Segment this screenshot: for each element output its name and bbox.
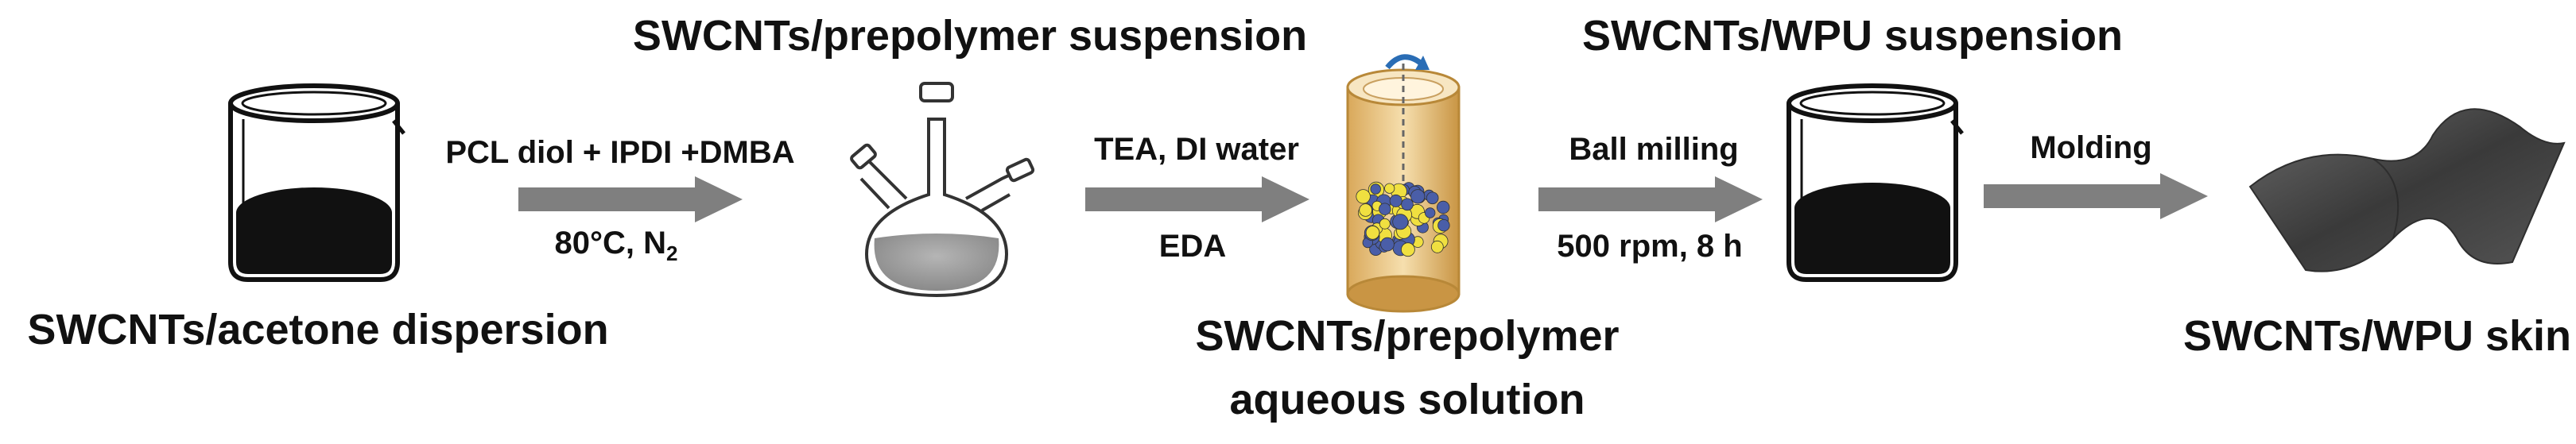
beaker-icon xyxy=(1787,83,1964,282)
particle xyxy=(1380,237,1395,252)
step-3-method: Ball milling xyxy=(1569,132,1739,167)
particle xyxy=(1410,189,1426,204)
step-2-reagent-below: EDA xyxy=(1158,229,1227,264)
step-1-reagents: PCL diol + IPDI +DMBA xyxy=(445,135,795,170)
particle xyxy=(1401,242,1415,257)
stage-label-prepolymer-aqueous-line2: aqueous solution xyxy=(1229,376,1585,423)
particle xyxy=(1430,240,1444,253)
particle xyxy=(1436,200,1450,214)
particle xyxy=(1379,218,1391,230)
stage-label-acetone-dispersion: SWCNTs/acetone dispersion xyxy=(27,306,609,353)
particle xyxy=(1389,194,1402,207)
stage-label-wpu-suspension: SWCNTs/WPU suspension xyxy=(1581,12,2124,60)
step-3-conditions: 500 rpm, 8 h xyxy=(1557,229,1743,264)
particle-cluster xyxy=(1356,181,1450,257)
particle xyxy=(1356,189,1371,204)
three-neck-flask-icon xyxy=(850,82,1035,298)
skin-film-icon xyxy=(2248,108,2566,272)
particle xyxy=(1359,203,1372,217)
step-1-conditions-subscript: 2 xyxy=(666,241,678,265)
particle xyxy=(1424,207,1436,218)
stage-label-prepolymer-suspension: SWCNTs/prepolymer suspension xyxy=(632,12,1308,60)
step-1-conditions: 80°C, N2 xyxy=(555,227,678,264)
particle xyxy=(1392,214,1409,230)
arrow-1 xyxy=(518,176,743,222)
step-2-reagents: TEA, DI water xyxy=(1094,132,1299,167)
particle xyxy=(1401,198,1414,211)
particle xyxy=(1437,219,1450,232)
arrow-2 xyxy=(1085,176,1309,222)
particle xyxy=(1365,226,1380,240)
step-1-conditions-main: 80°C, N xyxy=(554,226,667,261)
stir-rotation-icon xyxy=(1385,54,1430,70)
beaker-icon xyxy=(228,83,405,282)
stage-label-wpu-skin: SWCNTs/WPU skin xyxy=(2182,312,2572,360)
stirred-reactor-icon xyxy=(1346,54,1461,313)
arrow-4 xyxy=(1984,173,2208,219)
stage-label-prepolymer-aqueous-line1: SWCNTs/prepolymer xyxy=(1195,312,1620,360)
particle xyxy=(1426,191,1439,205)
particle xyxy=(1370,183,1381,195)
step-4-method: Molding xyxy=(2030,130,2152,165)
arrow-3 xyxy=(1538,176,1763,222)
particle xyxy=(1384,183,1395,194)
particle xyxy=(1379,203,1391,215)
